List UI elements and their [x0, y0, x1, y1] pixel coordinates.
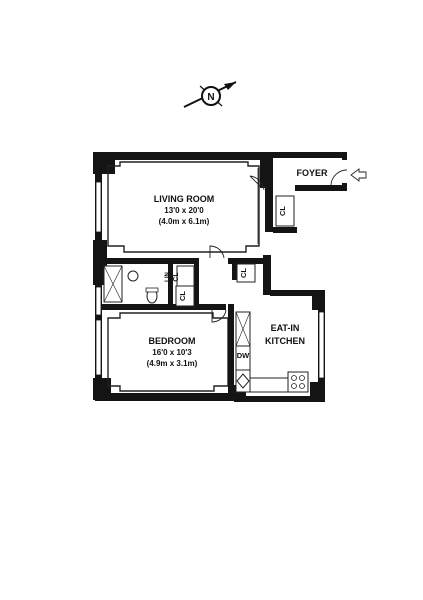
kitchen-label-line2: KITCHEN [265, 336, 305, 346]
compass-icon: N [183, 81, 237, 108]
stove-icon [287, 371, 309, 393]
sink-icon [127, 270, 139, 282]
hall-closet-upper-label: CL [239, 268, 248, 278]
kitchen-fixtures [235, 311, 309, 393]
hall-closet-lower-label: CL [178, 291, 187, 301]
windows [95, 181, 325, 379]
closets [175, 195, 295, 307]
foyer-closet-label: CL [278, 206, 287, 216]
compass-north-label: N [207, 92, 214, 103]
kitchen-label-line1: EAT-IN [271, 323, 300, 333]
bedroom-dim-metric: (4.9m x 3.1m) [147, 359, 198, 368]
living-room-name: LIVING ROOM [154, 194, 215, 204]
bedroom-dim-imperial: 16'0 x 10'3 [152, 348, 192, 357]
bedroom-name: BEDROOM [149, 336, 196, 346]
linen-closet-label-line1: LIN [165, 272, 171, 282]
doors [209, 169, 348, 323]
living-room-dim-imperial: 13'0 x 20'0 [164, 206, 204, 215]
foyer-label: FOYER [296, 168, 328, 178]
living-room-dim-metric: (4.0m x 6.1m) [159, 217, 210, 226]
bathroom [103, 265, 159, 304]
dishwasher-label: DW [237, 351, 250, 360]
sink-icon [236, 373, 250, 389]
living-room-outline [107, 161, 260, 253]
interior-walls [102, 158, 268, 396]
linen-closet-label-line2: CL [173, 272, 180, 282]
entry-arrow-icon [350, 168, 367, 182]
